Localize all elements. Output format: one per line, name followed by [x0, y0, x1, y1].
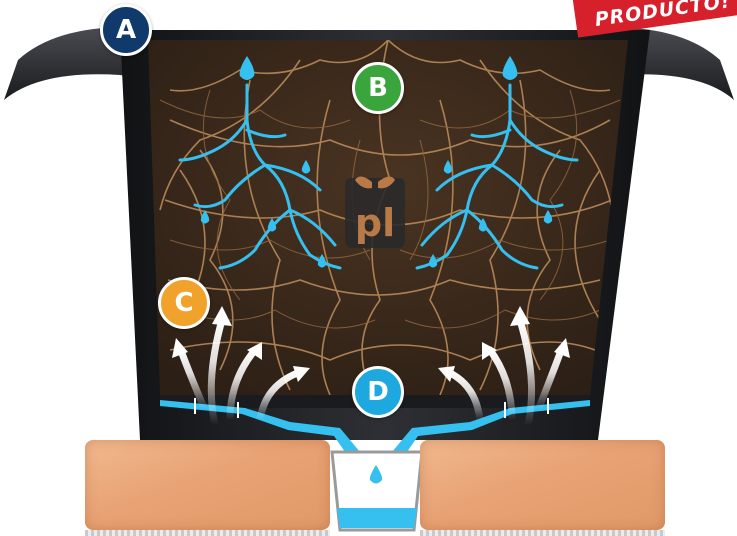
label-badge-c: C [158, 277, 210, 329]
label-badge-d: D [352, 366, 404, 418]
logo-text: pl [355, 201, 395, 245]
brick-support-left [85, 440, 330, 530]
brand-logo: pl [345, 176, 405, 248]
brick-support-right [420, 440, 665, 530]
water-cup [332, 452, 422, 530]
label-badge-b: B [352, 62, 404, 114]
label-badge-a: A [100, 4, 152, 56]
